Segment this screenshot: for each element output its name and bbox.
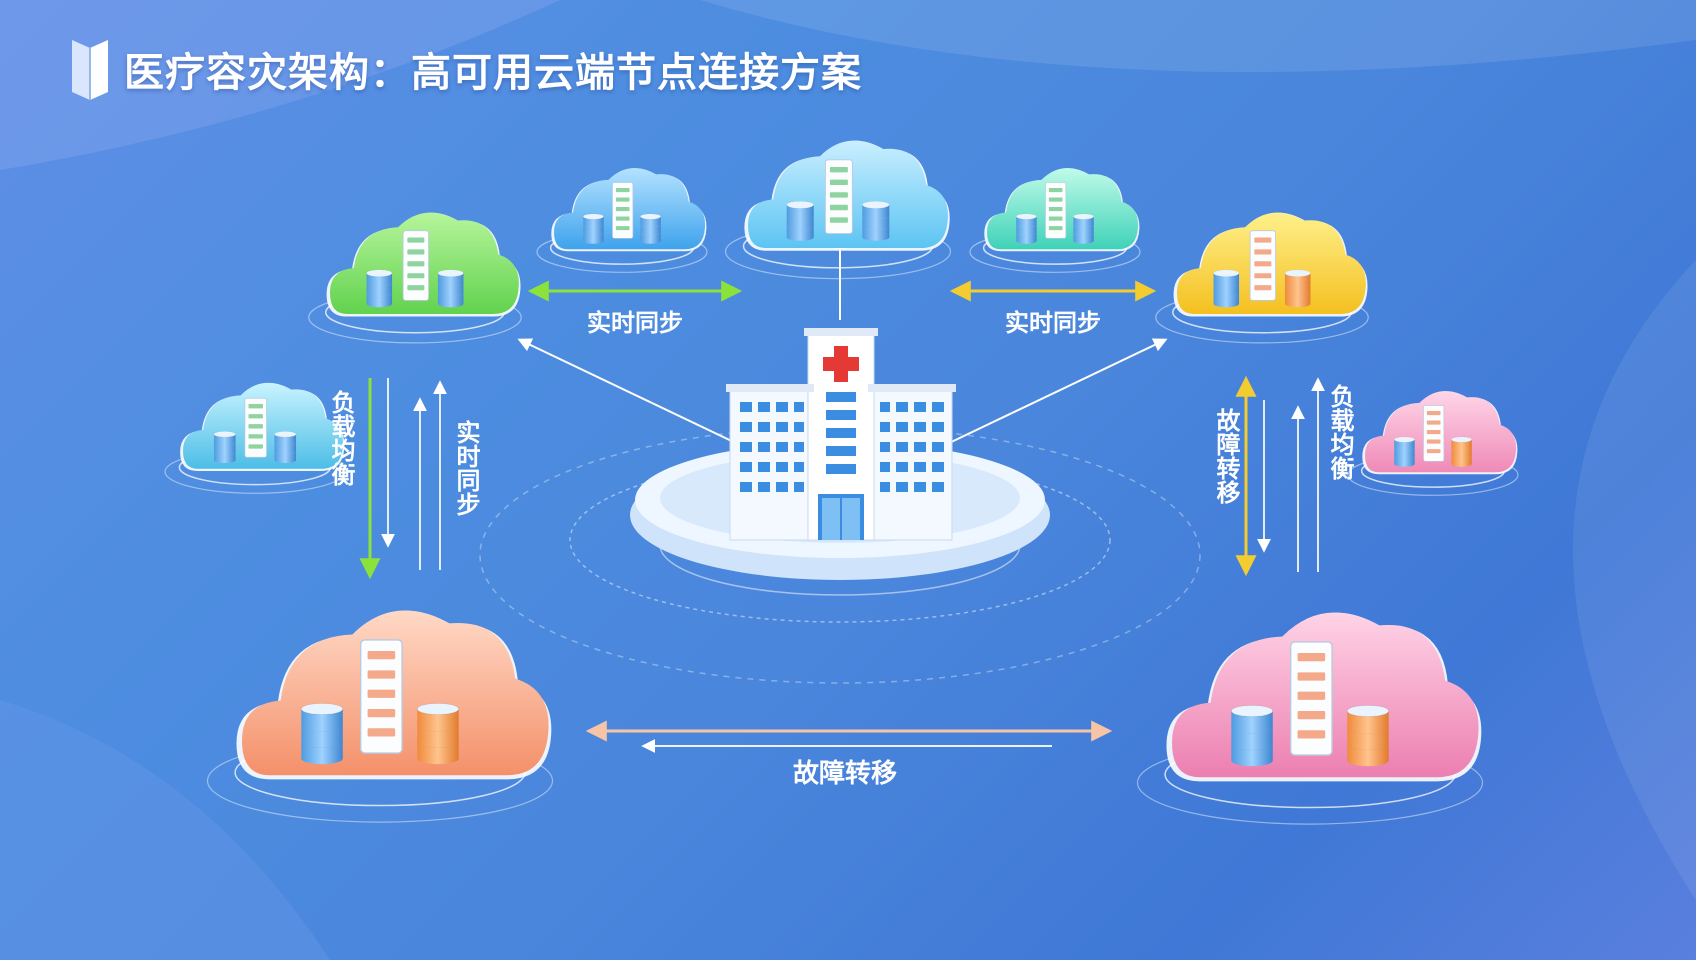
cloud-node-blue-small [536, 168, 708, 273]
cloud-node-green [308, 212, 522, 344]
cloud-node-orange [206, 610, 554, 823]
header: 医疗容灾架构：高可用云端节点连接方案 [68, 34, 862, 104]
label-sync-left: 实时同步 [587, 309, 683, 337]
connector-center-right [944, 338, 1168, 446]
cloud-node-pink [1136, 612, 1484, 825]
label-left-vertical-1: 负载均衡 [327, 390, 355, 487]
label-right-vertical-1: 故障转移 [1212, 408, 1240, 505]
book-icon [72, 40, 108, 100]
cloud-node-teal [969, 168, 1141, 273]
page-title: 医疗容灾架构：高可用云端节点连接方案 [124, 50, 862, 96]
cloud-node-yellow [1155, 212, 1369, 344]
label-sync-right: 实时同步 [1005, 309, 1101, 337]
cloud-nodes [164, 140, 1519, 825]
cloud-node-cyan [164, 382, 346, 494]
hospital-icon [726, 328, 956, 541]
connector-center-left [517, 338, 741, 446]
cloud-node-pink-small [1347, 391, 1519, 496]
label-failover: 故障转移 [793, 758, 897, 789]
connectors [359, 235, 1325, 753]
label-left-vertical-2: 实时同步 [452, 419, 480, 516]
label-right-vertical-2: 负载均衡 [1326, 384, 1354, 481]
cloud-node-sky-top [724, 140, 952, 280]
labels: 实时同步 实时同步 故障转移 负载均衡 实时同步 故障转移 负载均衡 [327, 309, 1354, 789]
